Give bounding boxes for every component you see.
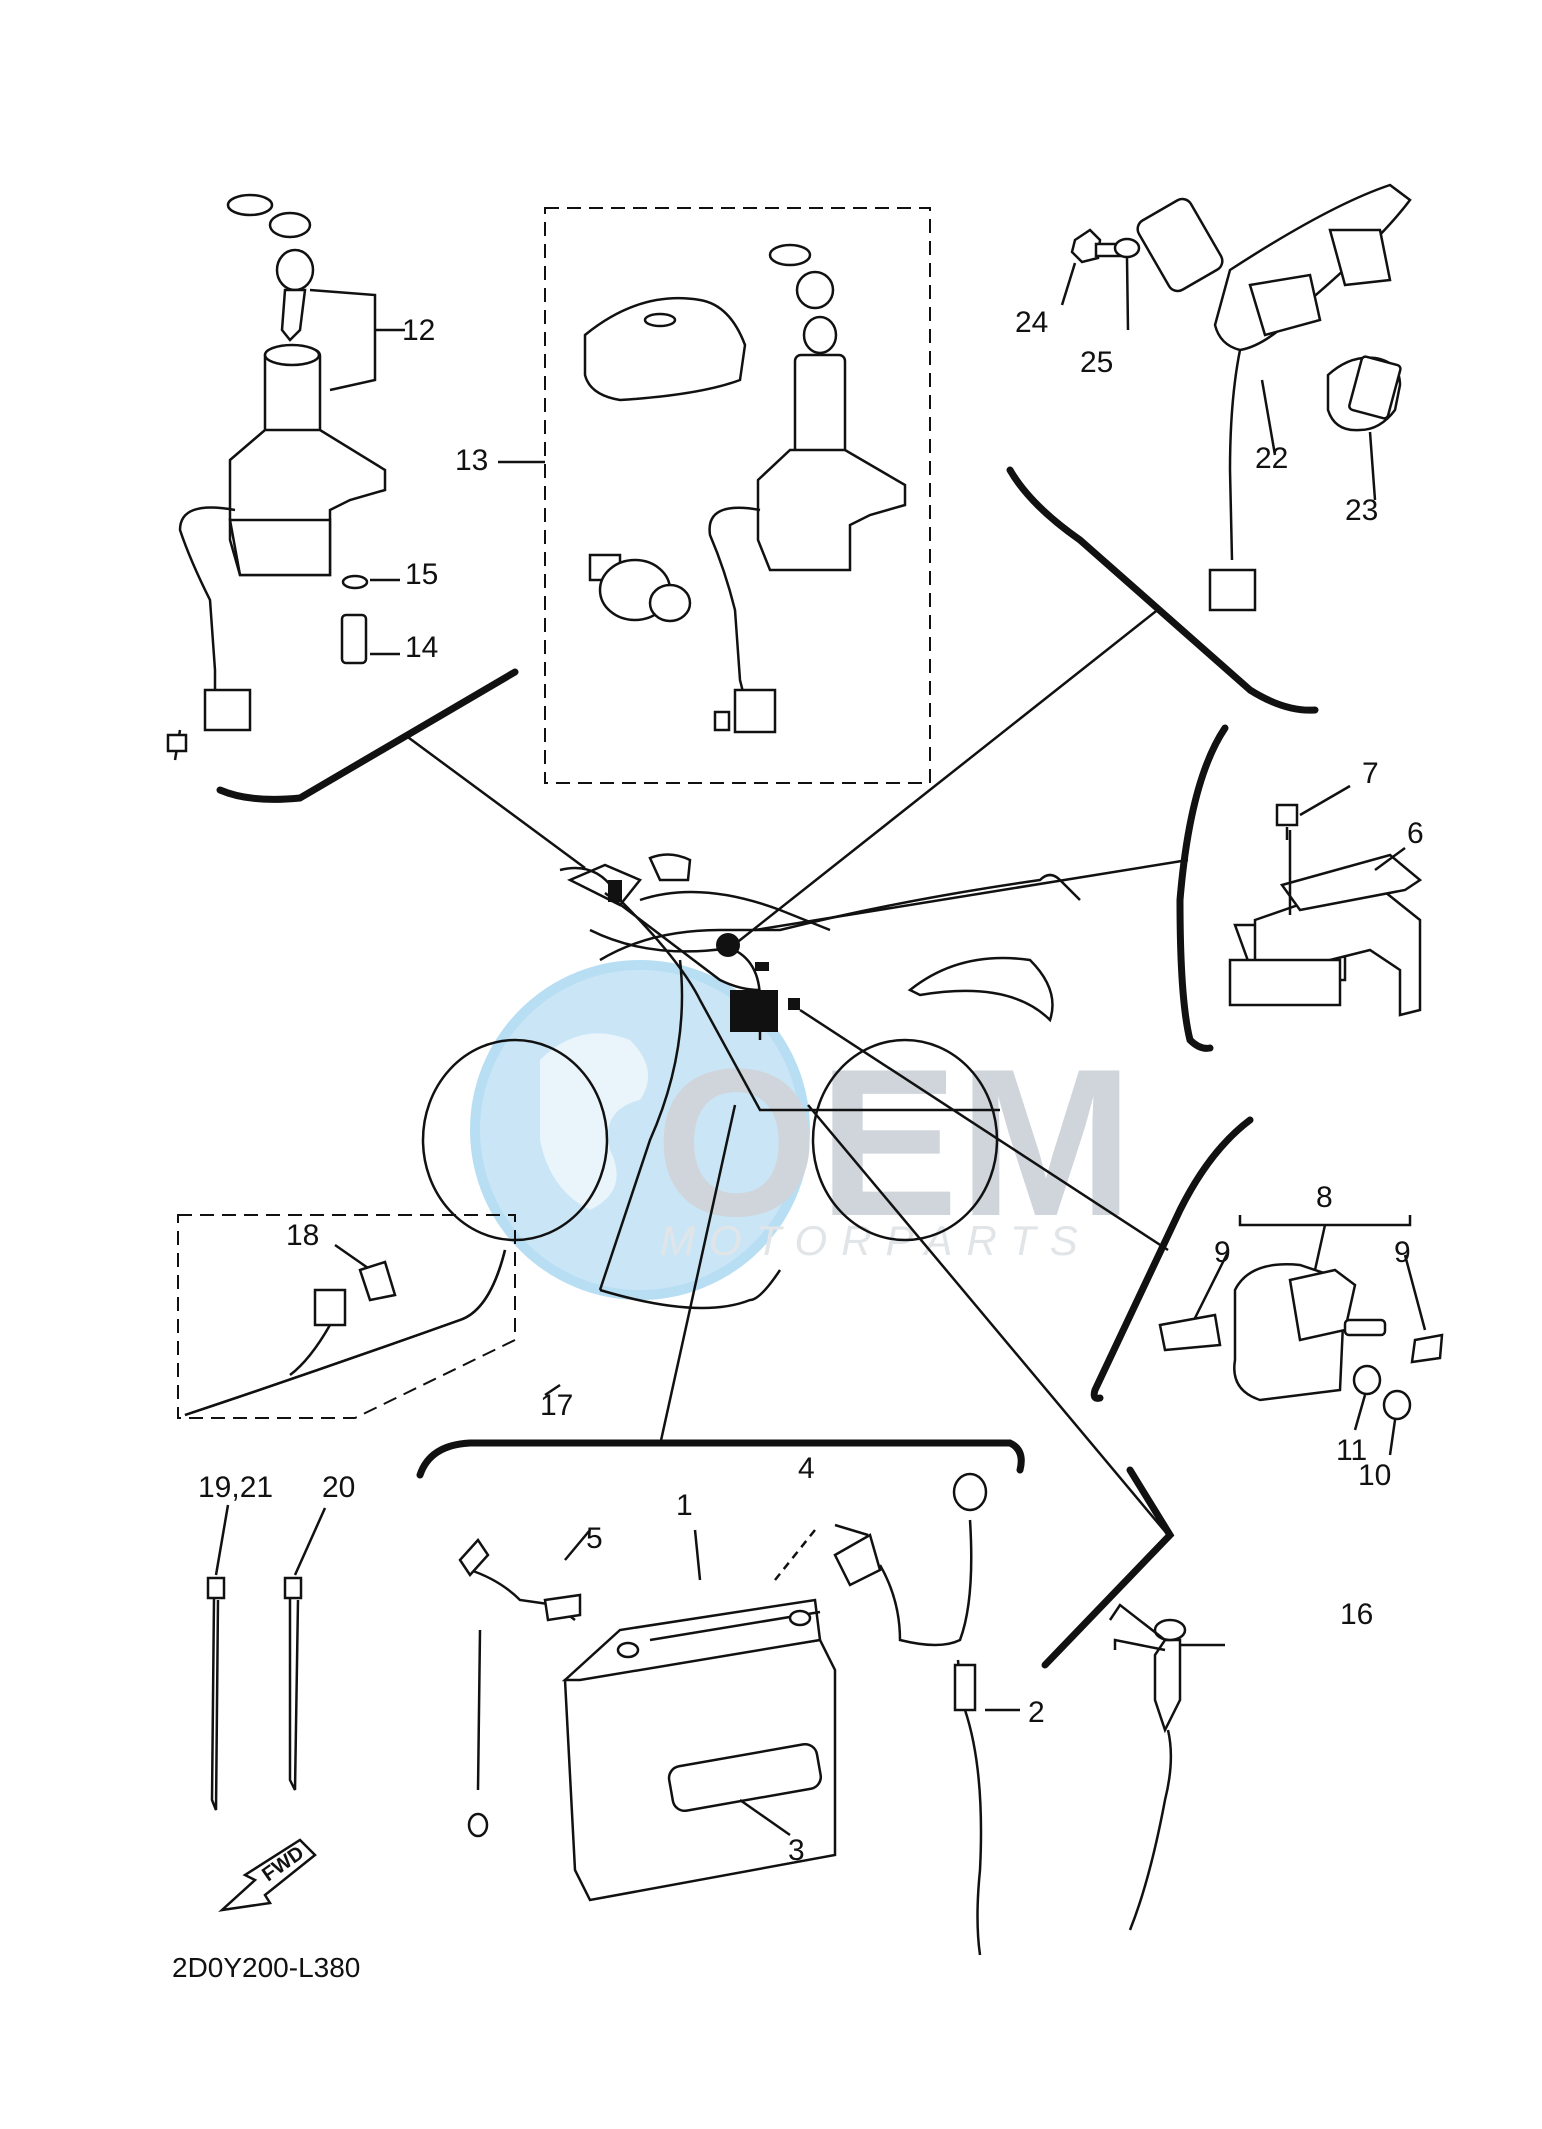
callout-12: 12	[402, 314, 435, 347]
callout-8: 8	[1316, 1181, 1333, 1214]
relay-marker	[730, 990, 778, 1032]
callout-22: 22	[1255, 442, 1288, 475]
rectifier-regulator	[1228, 784, 1423, 1017]
cable-ties	[206, 1504, 327, 1811]
lock-set-assembly	[583, 243, 907, 734]
wire-harness	[184, 1243, 561, 1417]
callout-7: 7	[1362, 757, 1379, 790]
oem-motorparts-watermark: OEM MOTORPARTS	[470, 960, 1133, 1300]
callout-23: 23	[1345, 494, 1378, 527]
callout-20: 20	[322, 1471, 355, 1504]
callout-25: 25	[1080, 346, 1113, 379]
callout-24: 24	[1015, 306, 1048, 339]
motorcycle-outline	[421, 853, 1081, 1242]
callout-5: 5	[586, 1522, 603, 1555]
fwd-arrow: FWD	[218, 1838, 317, 1912]
group-box-17	[177, 1214, 516, 1419]
callout-19-21: 19,21	[198, 1471, 273, 1504]
callout-17: 17	[540, 1389, 573, 1422]
callout-9a: 9	[1214, 1236, 1231, 1269]
callout-brackets	[216, 466, 1319, 1669]
callout-14: 14	[405, 631, 438, 664]
callout-16: 16	[1340, 1598, 1373, 1631]
fuel-sender-assembly	[1060, 183, 1412, 612]
starter-relay-assembly	[1158, 1215, 1444, 1456]
globe-icon	[470, 960, 810, 1300]
callout-9b: 9	[1394, 1236, 1411, 1269]
watermark-text: MOTORPARTS	[660, 1217, 1092, 1264]
diagram-code: 2D0Y200-L380	[172, 1952, 360, 1983]
callout-18: 18	[286, 1219, 319, 1252]
harness-wires	[589, 880, 800, 1310]
group-box-13	[544, 207, 931, 784]
callout-11: 11	[1336, 1434, 1367, 1467]
key-icon	[226, 193, 315, 342]
battery-assembly	[458, 1472, 1020, 1956]
callout-labels: 1 2 3 4 5 6 7 8 9 9 10 11 12 13 14 15 16…	[198, 306, 1424, 1867]
main-switch-assembly	[166, 193, 405, 761]
callout-10: 10	[1358, 1459, 1391, 1492]
ignition-cylinder	[588, 553, 692, 623]
callout-3: 3	[788, 1834, 805, 1867]
callout-2: 2	[1028, 1696, 1045, 1729]
callout-15: 15	[405, 558, 438, 591]
callout-4: 4	[798, 1452, 815, 1485]
callout-6: 6	[1407, 817, 1424, 850]
callout-1: 1	[676, 1489, 693, 1522]
key-icon	[768, 243, 838, 355]
neutral-switch	[1108, 1603, 1225, 1931]
callout-13: 13	[455, 444, 488, 477]
